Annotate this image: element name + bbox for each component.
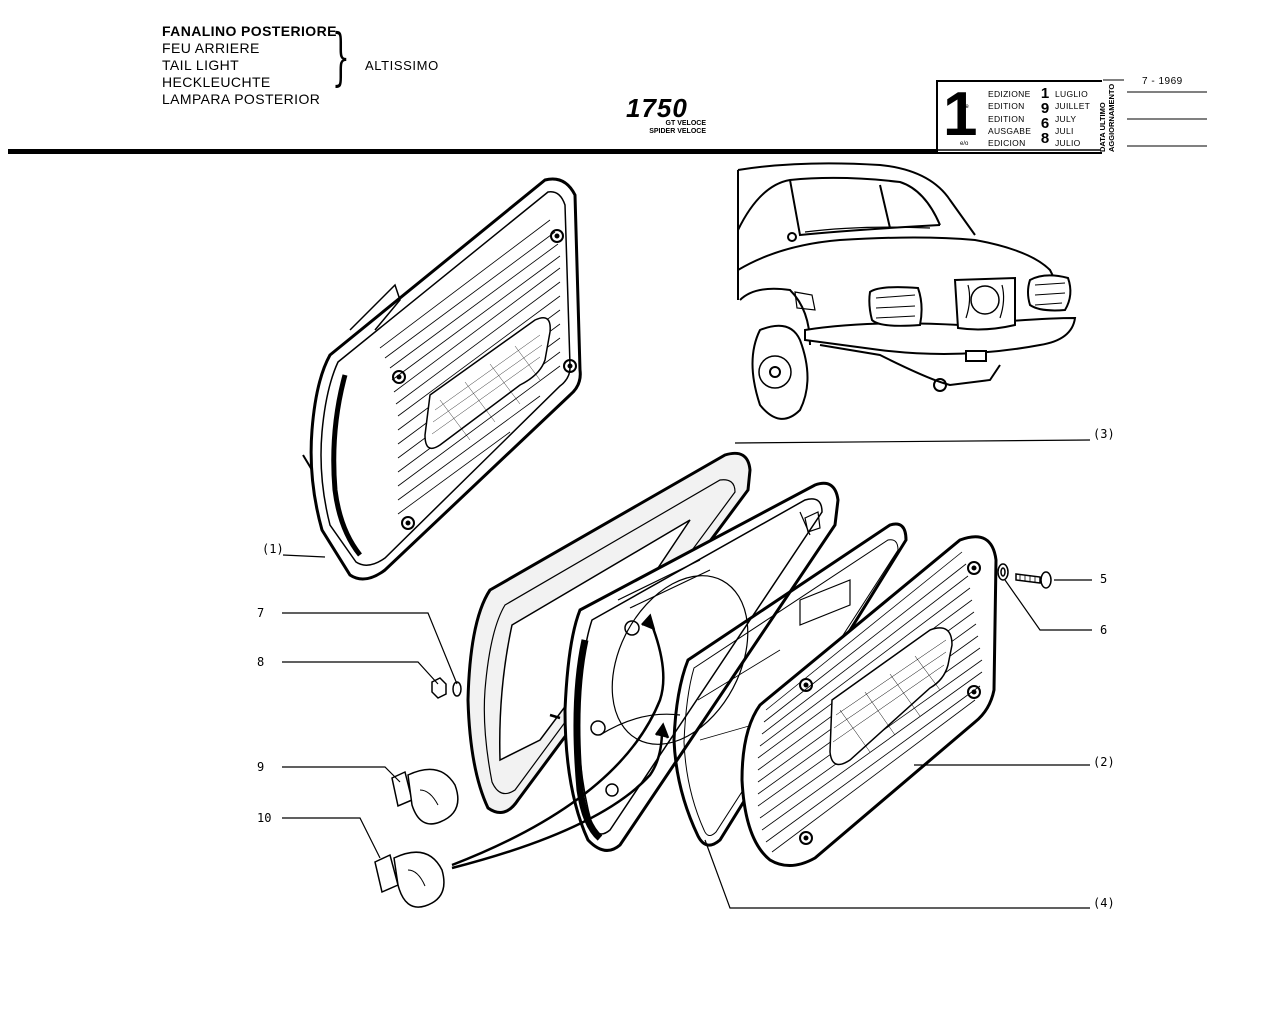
- year-digit: 8: [1040, 130, 1050, 147]
- callout-2: (2): [1093, 755, 1115, 769]
- edition-word: EDIZIONE: [988, 89, 1031, 99]
- title-french: FEU ARRIERE: [162, 40, 260, 56]
- variant-spider: SPIDER VELOCE: [649, 128, 706, 135]
- year-digit: 1: [1040, 85, 1050, 102]
- title-brace: }: [332, 20, 350, 93]
- title-english: TAIL LIGHT: [162, 57, 240, 73]
- model-number: 1750: [626, 93, 688, 123]
- edition-suffix: .: [960, 128, 962, 135]
- edition-word: EDICION: [988, 138, 1026, 149]
- callout-9: 9: [257, 760, 265, 774]
- edition-month: LUGLIO: [1055, 89, 1088, 99]
- title-italian: FANALINO POSTERIORE: [162, 23, 337, 39]
- bulb-lower: [374, 851, 445, 908]
- edition-words: EDIZIONE EDITION EDITION AUSGABE EDICION: [988, 88, 1031, 149]
- edition-suffix: a: [960, 92, 964, 98]
- model-variants: GT VELOCE SPIDER VELOCE: [640, 120, 706, 136]
- edition-word: EDITION: [988, 101, 1025, 112]
- year-digit: 6: [1040, 115, 1050, 132]
- callout-7: 7: [257, 606, 265, 620]
- callout-10: 10: [257, 811, 272, 825]
- leader-lines: [282, 439, 1092, 909]
- title-german: HECKLEUCHTE: [162, 74, 271, 90]
- title-spanish: LAMPARA POSTERIOR: [162, 91, 321, 107]
- edition-suffix: ere: [960, 104, 969, 111]
- bulb-upper: [391, 768, 459, 825]
- header-rule: [8, 149, 936, 154]
- callout-4: (4): [1093, 896, 1115, 910]
- callout-3: (3): [1093, 427, 1115, 441]
- car-rear-illustration: [737, 162, 1077, 420]
- lens-gasket: [672, 522, 908, 847]
- edition-month: JUILLET: [1055, 101, 1091, 112]
- last-update-date: 7 - 1969: [1142, 76, 1183, 87]
- outer-lens: [740, 535, 998, 867]
- edition-suffixes: a ere st . e/o: [960, 89, 969, 150]
- nut-and-washer: [431, 677, 462, 699]
- edition-year: 1 9 6 8: [1036, 86, 1054, 146]
- edition-box: [936, 80, 1102, 154]
- callout-6: 6: [1100, 623, 1108, 637]
- edition-month: JULY: [1055, 113, 1077, 124]
- callout-8: 8: [257, 655, 265, 669]
- year-digit: 9: [1040, 100, 1050, 117]
- screw: [1015, 571, 1052, 589]
- callout-5: 5: [1100, 572, 1108, 586]
- washer: [997, 563, 1009, 581]
- lamp-housing: [549, 481, 840, 852]
- tail-light-assembly: [302, 177, 582, 581]
- edition-suffix: st: [960, 116, 965, 123]
- edition-suffix: e/o: [960, 141, 969, 148]
- edition-months: LUGLIO JUILLET JULY JULI JULIO: [1055, 88, 1090, 149]
- edition-word: AUSGABE: [988, 125, 1032, 136]
- edition-month: JULIO: [1055, 138, 1081, 149]
- part-title-block: FANALINO POSTERIORE FEU ARRIERE TAIL LIG…: [162, 23, 337, 108]
- bulb-insertion-arrows: [451, 613, 670, 870]
- edition-number: 1: [943, 80, 978, 149]
- variant-gt: GT VELOCE: [665, 120, 706, 127]
- edition-month: JULI: [1055, 125, 1074, 136]
- subtitle: ALTISSIMO: [365, 58, 439, 73]
- callout-1: (1): [262, 542, 284, 556]
- edition-word: EDITION: [988, 113, 1025, 124]
